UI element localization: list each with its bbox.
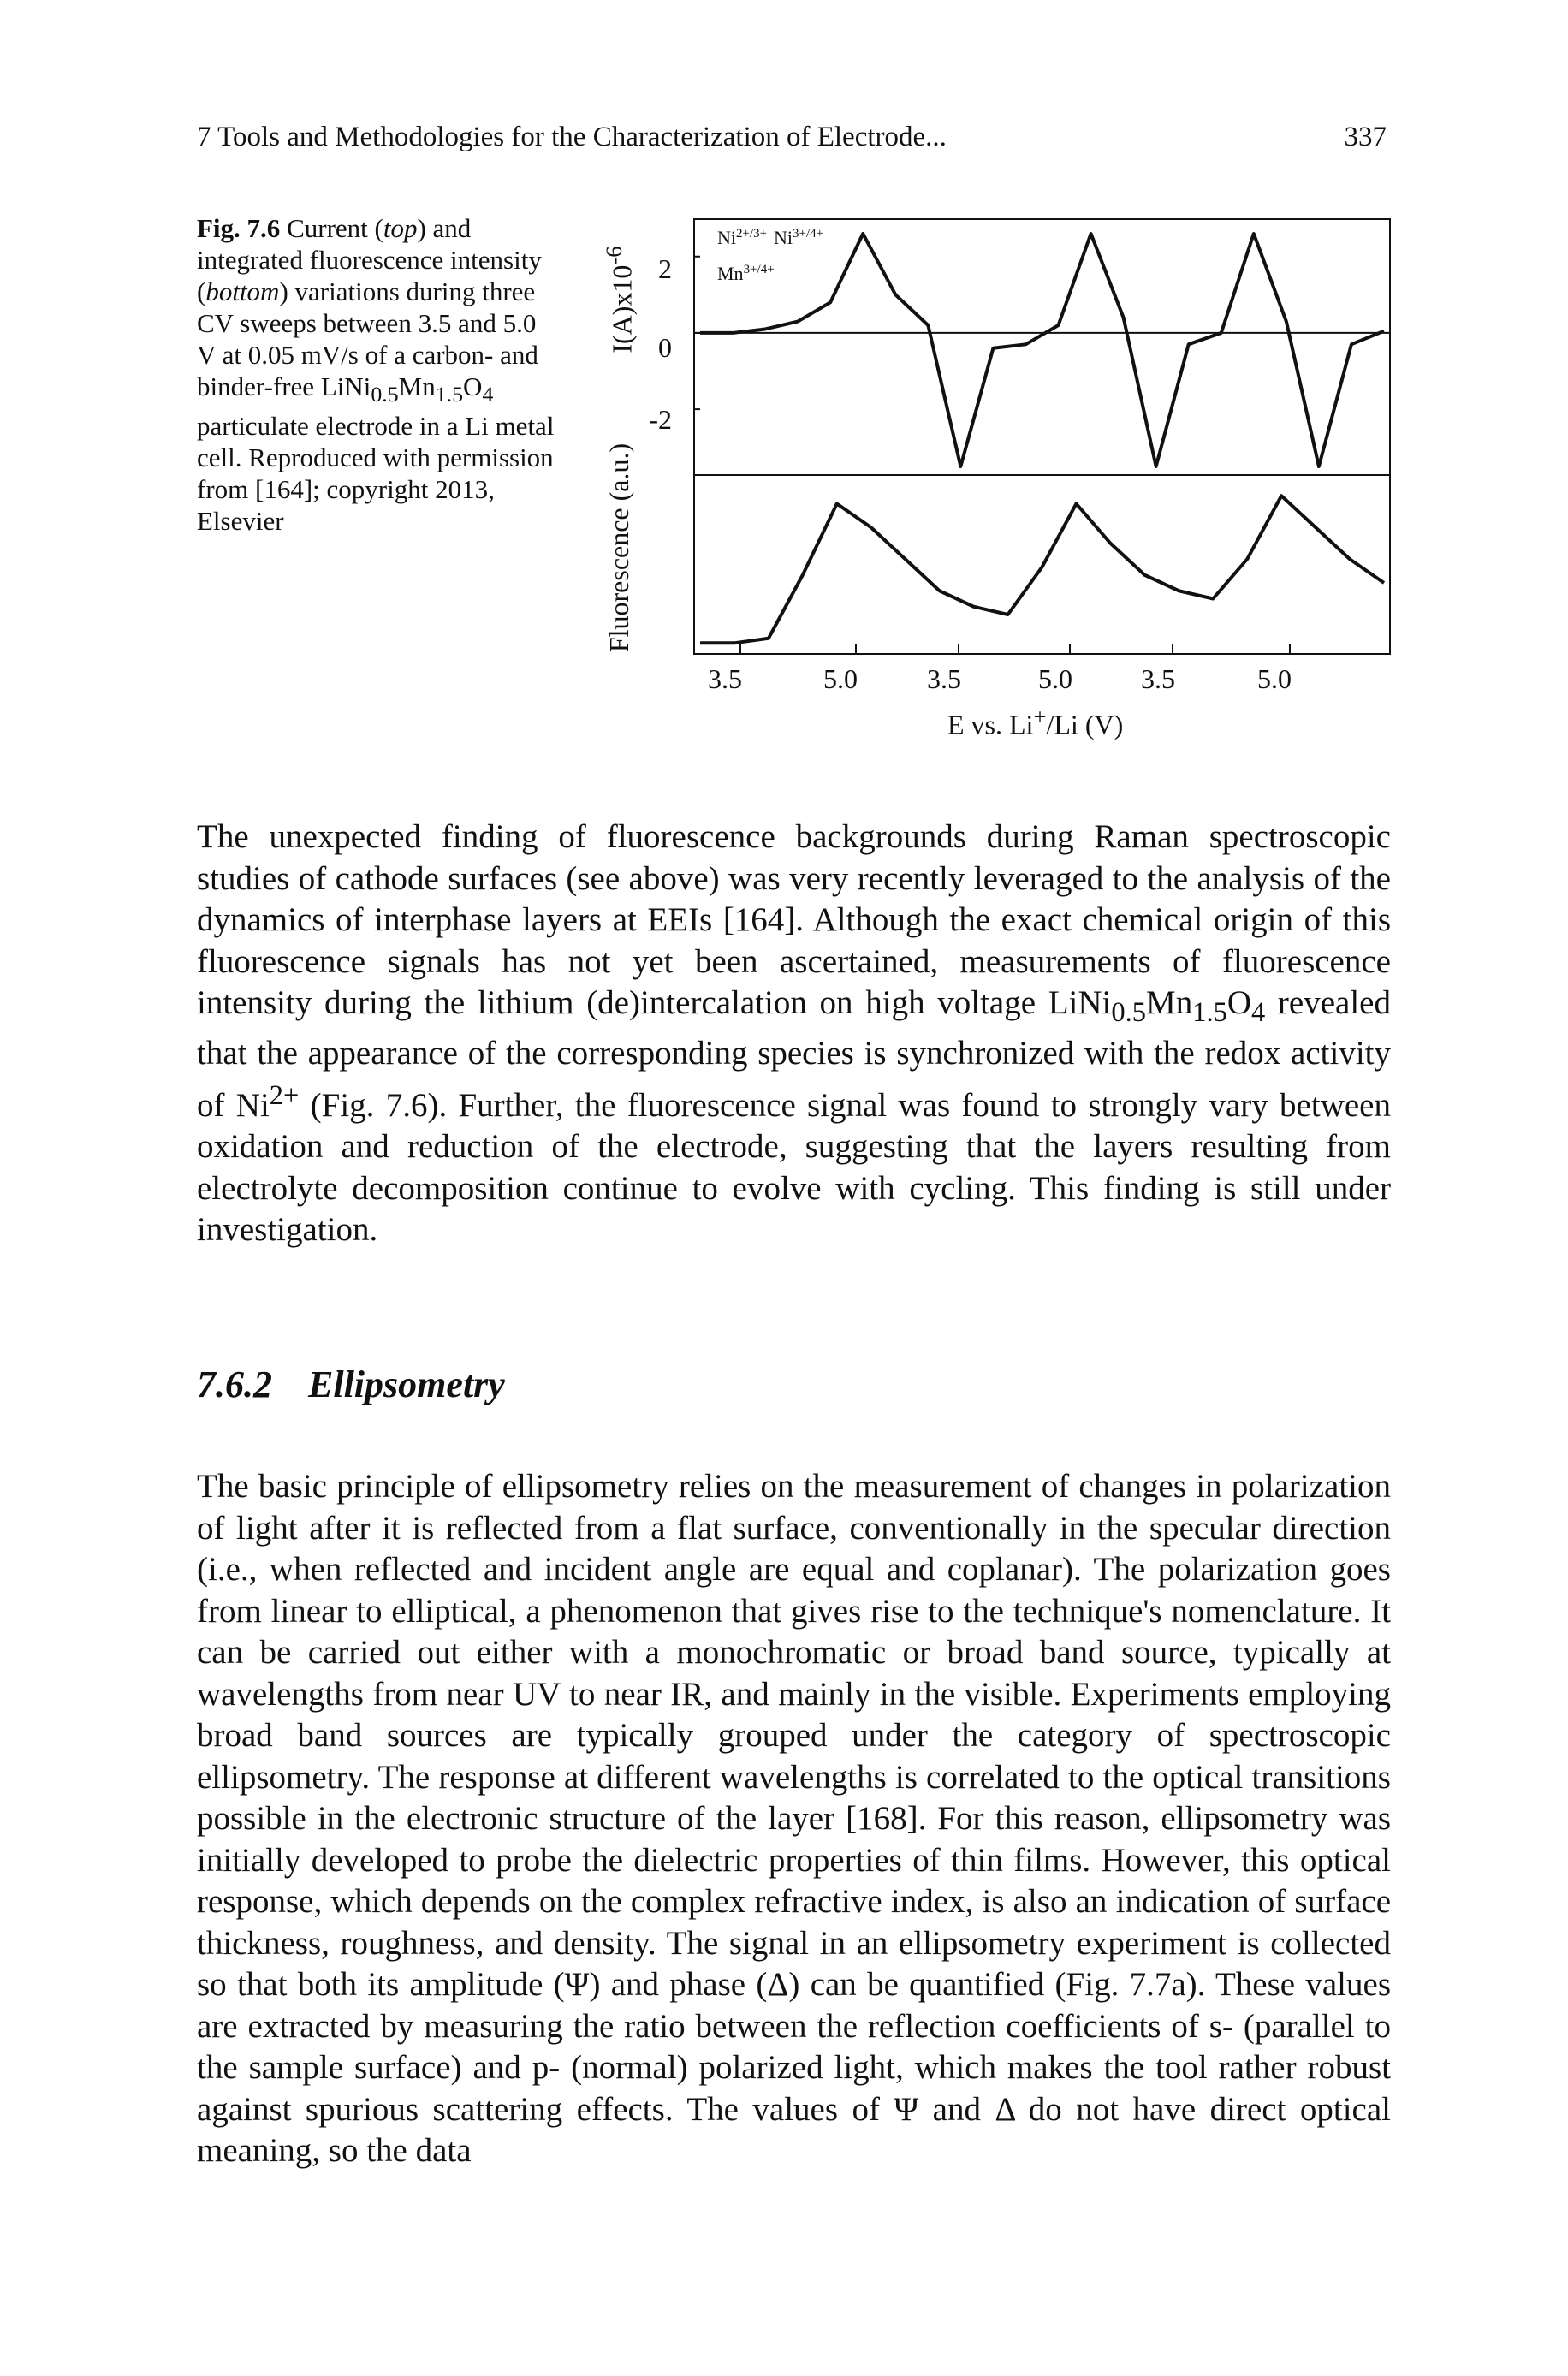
- section-number: 7.6.2: [197, 1363, 272, 1405]
- x-tick-label: 5.0: [1038, 663, 1072, 694]
- x-axis-title: E vs. Li+/Li (V): [947, 704, 1124, 740]
- cv-fluorescence-chart: Ni2+/3+ Ni3+/4+ Mn3+/4+: [693, 218, 1391, 655]
- y-tick-label: 2: [658, 253, 672, 284]
- y-axis-label-top: I(A)x10-6: [601, 246, 638, 353]
- chapter-title: 7 Tools and Methodologies for the Charac…: [197, 122, 947, 152]
- chart-svg: Ni2+/3+ Ni3+/4+ Mn3+/4+: [693, 218, 1391, 655]
- figure-caption: Fig. 7.6 Current (top) and integrated fl…: [197, 212, 555, 537]
- body-paragraph-2: The basic principle of ellipsometry reli…: [197, 1468, 1391, 2169]
- body-paragraph-1: The unexpected finding of fluorescence b…: [197, 818, 1391, 1249]
- caption-text: Current (top) and integrated fluorescenc…: [197, 213, 555, 537]
- peak-annotation: Mn3+/4+: [717, 263, 775, 284]
- running-header: 7 Tools and Methodologies for the Charac…: [197, 122, 1387, 164]
- fluorescence-series-line: [700, 494, 1386, 645]
- y-tick-label: 0: [658, 332, 672, 363]
- x-tick-label: 3.5: [1141, 663, 1175, 694]
- y-tick-label: -2: [649, 404, 672, 435]
- plot-frame: [693, 218, 1391, 655]
- section-heading: 7.6.2 Ellipsometry: [197, 1363, 505, 1406]
- y-axis-label-bottom: Fluorescence (a.u.): [603, 443, 634, 653]
- x-tick-label: 5.0: [1257, 663, 1292, 694]
- current-series-line: [700, 232, 1385, 468]
- peak-annotation: Ni2+/3+: [717, 227, 767, 248]
- x-tick-label: 5.0: [823, 663, 858, 694]
- section-title: Ellipsometry: [308, 1363, 505, 1405]
- caption-label: Fig. 7.6: [197, 213, 281, 243]
- x-tick-label: 3.5: [927, 663, 961, 694]
- peak-annotation: Ni3+/4+: [774, 227, 823, 248]
- page-number: 337: [1344, 122, 1387, 152]
- x-tick-label: 3.5: [708, 663, 742, 694]
